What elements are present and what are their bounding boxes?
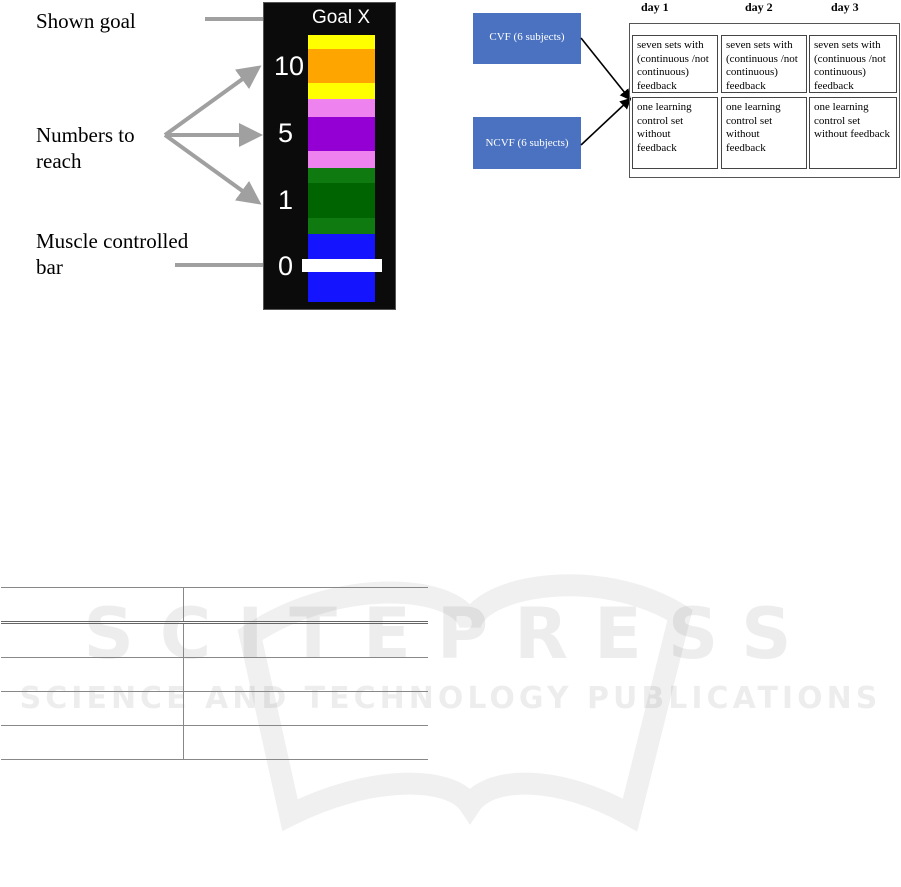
shown-goal-label: Shown goal — [36, 9, 136, 33]
table-cell — [1, 657, 184, 692]
day-1-header: day 1 — [641, 0, 669, 14]
number-10: 10 — [274, 51, 305, 81]
arrow-to-10 — [163, 65, 262, 137]
cell-day1-row2: one learning control set without feedbac… — [632, 97, 718, 169]
cell-day1-row1: seven sets with (continuous /not continu… — [632, 35, 718, 93]
table-cell — [1, 725, 184, 760]
numbers-to-reach-label: Numbers to reach — [36, 122, 135, 174]
table-cell — [1, 622, 184, 658]
cell-day3-row2: one learning control set without feedbac… — [809, 97, 897, 169]
number-0: 0 — [278, 251, 294, 281]
feedback-display: Goal X 10 5 1 0 — [263, 2, 396, 310]
segment-orange — [308, 49, 375, 83]
segment-dark-green — [308, 183, 375, 218]
table-row — [1, 691, 428, 726]
goal-text: Goal X — [312, 7, 371, 28]
numbers-label-line1: Numbers to — [36, 123, 135, 147]
segment-pink-bottom — [308, 151, 375, 168]
table-header-row — [1, 587, 428, 624]
segment-yellow-top — [308, 35, 375, 49]
number-1: 1 — [278, 185, 294, 215]
cell-day2-row2: one learning control set without feedbac… — [721, 97, 807, 169]
number-5: 5 — [278, 118, 294, 148]
day-3-header: day 3 — [831, 0, 859, 14]
numbers-label-line2: reach — [36, 149, 82, 173]
muscle-controlled-bar — [302, 259, 382, 272]
table-cell — [1, 587, 184, 624]
muscle-bar-label: Muscle controlled bar — [36, 228, 188, 280]
day-2-header: day 2 — [745, 0, 773, 14]
table-cell — [183, 622, 428, 658]
table-cell — [183, 657, 428, 692]
table-cell — [183, 691, 428, 726]
empty-table — [1, 587, 428, 760]
arrow-to-1 — [163, 133, 262, 205]
group-box-cvf: CVF (6 subjects) — [473, 13, 581, 64]
table-cell — [1, 691, 184, 726]
schedule-frame — [629, 23, 900, 178]
cell-day2-row1: seven sets with (continuous /not continu… — [721, 35, 807, 93]
segment-yellow-bottom — [308, 83, 375, 99]
group-box-ncvf: NCVF (6 subjects) — [473, 117, 581, 169]
muscle-label-line2: bar — [36, 255, 63, 279]
cell-day3-row1: seven sets with (continuous /not continu… — [809, 35, 897, 93]
table-cell — [183, 725, 428, 760]
table-row — [1, 657, 428, 692]
segment-green-bottom — [308, 218, 375, 234]
segment-green-top — [308, 168, 375, 183]
muscle-label-line1: Muscle controlled — [36, 229, 189, 253]
table-cell — [183, 587, 428, 624]
table-row — [1, 725, 428, 760]
table-row — [1, 622, 428, 658]
group-arrows — [580, 37, 632, 146]
segment-purple — [308, 117, 375, 151]
segment-pink-top — [308, 99, 375, 117]
